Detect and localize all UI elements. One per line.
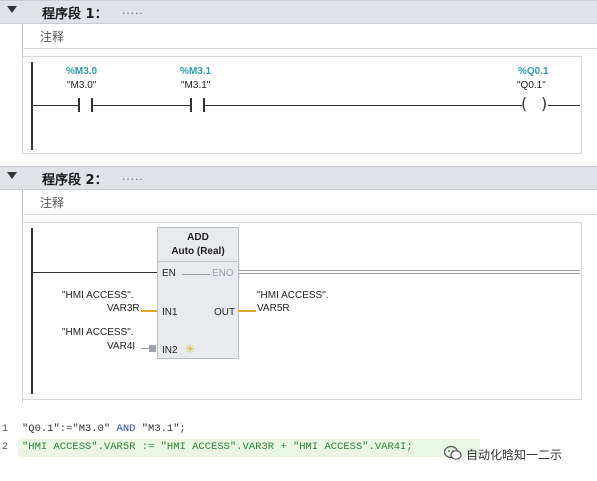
rung-wire [33,105,78,106]
in2-wire [141,348,149,349]
network-1-comment[interactable]: 注释 [40,30,65,44]
out-operand-var: VAR5R [257,303,290,314]
code-line-1[interactable]: "Q0.1":="M3.0" AND "M3.1"; [22,423,186,435]
contact-left-bar [78,98,80,112]
code-line-number: 2 [2,442,9,453]
rung-wire [205,105,522,106]
network-2-ladder-area[interactable] [22,222,582,400]
coil-address: %Q0.1 [518,66,549,77]
wechat-icon [444,445,462,460]
collapse-toggle-icon[interactable] [7,6,17,13]
add-box-divider [158,261,238,262]
coil-open-paren-icon: ( [521,94,528,113]
network-2-title-placeholder[interactable]: ..... [122,169,144,183]
pin-in1: IN1 [162,307,178,318]
in2-operand-db: "HMI ACCESS". [62,327,134,338]
code-text: "Q0.1":="M3.0" [22,423,117,435]
contact-left-bar [190,98,192,112]
en-wire [33,272,157,273]
network-2-comment-divider [22,214,597,215]
network-2-title: 程序段 2： [42,173,108,188]
eno-wire [237,270,580,271]
coil-symbol: "Q0.1" [517,80,546,91]
code-line-number: 1 [2,424,9,435]
contact-symbol: "M3.1" [181,80,211,91]
network-2-power-rail [31,228,33,394]
eno-wire [237,273,580,274]
network-1-header[interactable]: 程序段 1： ..... [0,0,597,24]
network-1-title: 程序段 1： [42,7,108,22]
pin-in2: IN2 [162,345,178,356]
in2-conversion-marker-icon [149,345,156,352]
contact-address: %M3.0 [66,66,98,77]
network-2-comment[interactable]: 注释 [40,196,65,210]
code-text: "M3.1"; [135,423,186,435]
add-box-name: ADD [187,232,209,243]
code-line-highlight [18,439,480,457]
network-1-comment-divider [22,48,597,49]
add-box-type[interactable]: Auto (Real) [171,246,225,257]
en-eno-internal-wire [182,274,210,275]
in1-operand-db: "HMI ACCESS". [62,290,134,301]
watermark-text: 自动化晗知一二示 [466,448,563,462]
collapse-toggle-icon[interactable] [7,172,17,179]
out-wire [238,310,256,312]
network-1-title-placeholder[interactable]: ..... [122,3,144,17]
rung-wire [548,105,580,106]
contact-right-bar [91,98,93,112]
out-operand-db: "HMI ACCESS". [257,290,329,301]
pin-en: EN [162,268,176,279]
add-input-star-icon[interactable]: ✳ [185,342,196,356]
in1-operand-var: VAR3R [107,303,140,314]
contact-symbol: "M3.0" [67,80,97,91]
network-2-header[interactable]: 程序段 2： ..... [0,166,597,190]
contact-address: %M3.1 [180,66,212,77]
contact-right-bar [203,98,205,112]
coil-close-paren-icon: ) [541,94,548,113]
pin-out: OUT [214,307,236,318]
in1-wire [141,310,157,312]
in2-operand-var: VAR4I [107,341,136,352]
rung-wire [93,105,190,106]
add-instruction-box[interactable]: ADD Auto (Real) EN ENO IN1 OUT IN2 ✳ [157,227,239,359]
code-line-2[interactable]: "HMI ACCESS".VAR5R := "HMI ACCESS".VAR3R… [22,441,413,453]
network-1-power-rail [31,62,33,150]
code-keyword-and: AND [116,423,136,435]
pin-eno: ENO [212,268,234,279]
